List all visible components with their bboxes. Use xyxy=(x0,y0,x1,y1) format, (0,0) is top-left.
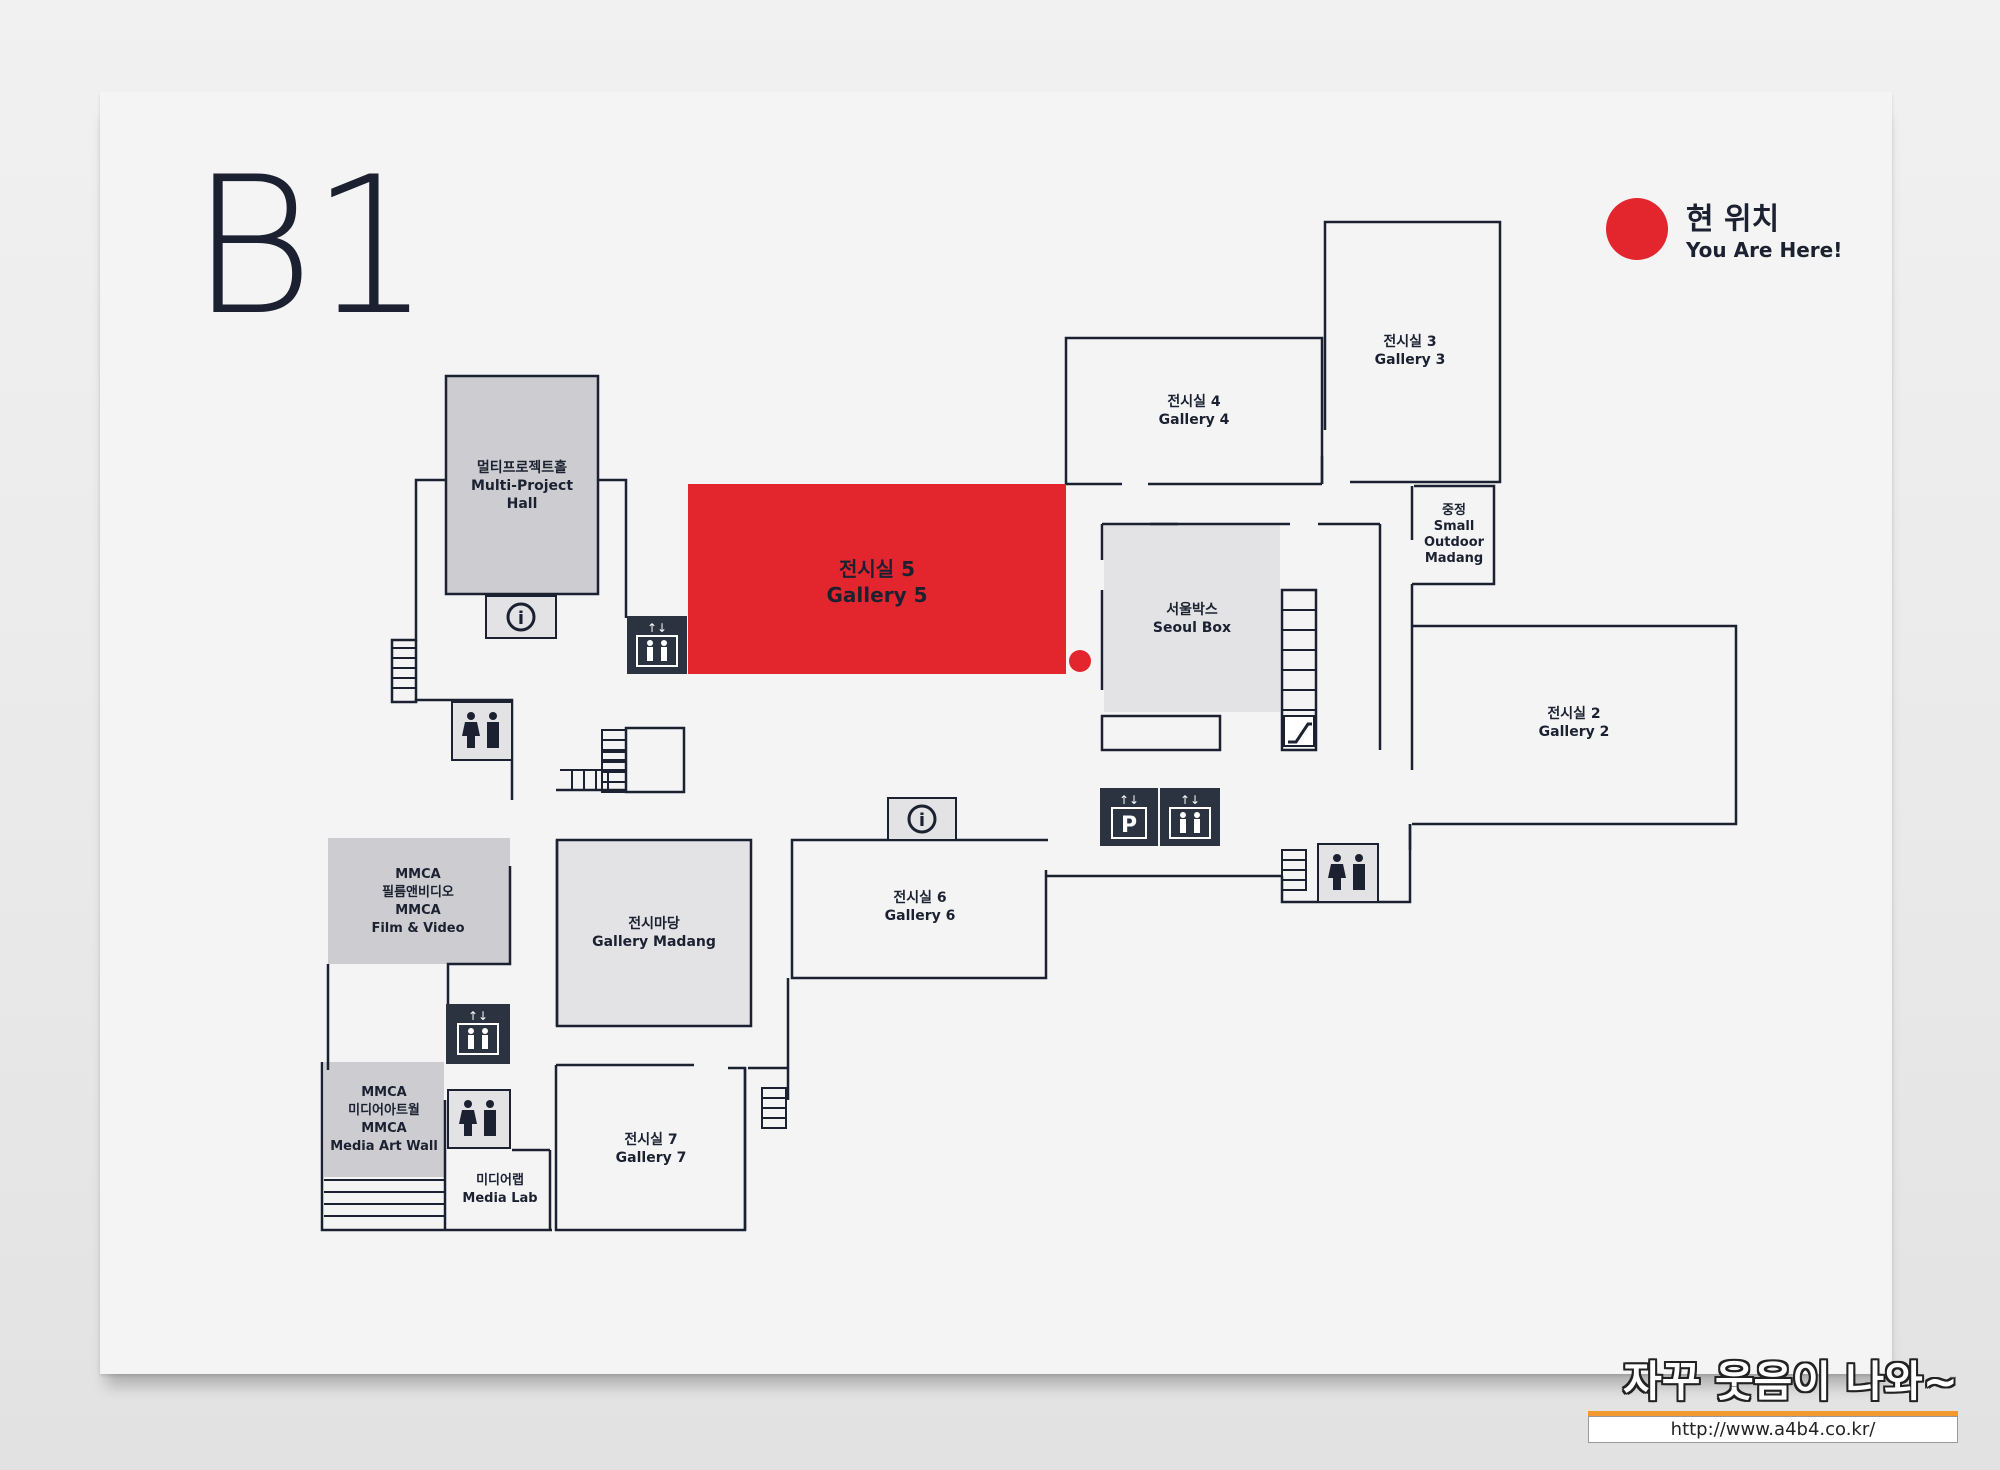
svg-text:필름앤비디오: 필름앤비디오 xyxy=(382,884,454,900)
svg-text:Gallery 5: Gallery 5 xyxy=(827,583,928,607)
svg-text:Seoul Box: Seoul Box xyxy=(1153,620,1231,636)
elevator-icon: ↑↓ xyxy=(446,1004,510,1064)
svg-text:중정: 중정 xyxy=(1442,502,1466,518)
restroom-icon xyxy=(447,1089,511,1149)
svg-text:전시실 5: 전시실 5 xyxy=(839,557,915,581)
svg-text:↑↓: ↑↓ xyxy=(647,621,667,635)
svg-text:Outdoor: Outdoor xyxy=(1424,535,1485,550)
info-symbol: i xyxy=(919,810,925,831)
you-are-here-legend-dot xyxy=(1606,198,1668,260)
seoul-box xyxy=(1104,524,1280,712)
restroom-icon xyxy=(1317,843,1379,903)
label-gallery-6: 전시실 6 Gallery 6 xyxy=(885,889,956,924)
label-gallery-madang: 전시마당 Gallery Madang xyxy=(592,915,716,950)
svg-text:Gallery 3: Gallery 3 xyxy=(1375,352,1446,368)
svg-text:전시실 7: 전시실 7 xyxy=(624,1131,677,1148)
watermark-url: http://www.a4b4.co.kr/ xyxy=(1588,1416,1958,1443)
svg-text:↑↓: ↑↓ xyxy=(468,1009,488,1023)
stairs-lines xyxy=(324,609,1316,1217)
svg-text:MMCA: MMCA xyxy=(361,1121,406,1136)
label-media-art-wall: MMCA 미디어아트월 MMCA Media Art Wall xyxy=(330,1085,438,1154)
svg-text:Film & Video: Film & Video xyxy=(371,921,464,936)
svg-text:Hall: Hall xyxy=(507,496,538,512)
svg-text:Gallery 6: Gallery 6 xyxy=(885,908,956,924)
svg-text:↑↓: ↑↓ xyxy=(1180,793,1200,807)
svg-text:Gallery Madang: Gallery Madang xyxy=(592,934,716,950)
info-icon: i xyxy=(485,595,557,639)
svg-text:Madang: Madang xyxy=(1425,551,1483,566)
gallery-5 xyxy=(688,484,1066,674)
label-small-outdoor-madang: 중정 Small Outdoor Madang xyxy=(1424,502,1485,566)
svg-text:Gallery 2: Gallery 2 xyxy=(1539,724,1610,740)
label-film-video: MMCA 필름앤비디오 MMCA Film & Video xyxy=(371,867,464,936)
svg-text:Gallery 7: Gallery 7 xyxy=(616,1150,687,1166)
svg-text:미디어랩: 미디어랩 xyxy=(476,1172,524,1188)
label-gallery-2: 전시실 2 Gallery 2 xyxy=(1539,705,1610,740)
gallery-madang xyxy=(555,838,753,1028)
watermark-bar xyxy=(1588,1411,1958,1416)
you-are-here-marker xyxy=(1069,650,1091,672)
svg-text:전시실 2: 전시실 2 xyxy=(1547,705,1600,722)
svg-text:전시실 4: 전시실 4 xyxy=(1167,393,1221,410)
info-symbol: i xyxy=(518,608,524,629)
svg-text:Multi-Project: Multi-Project xyxy=(471,478,573,494)
info-icon: i xyxy=(887,797,957,841)
svg-text:MMCA: MMCA xyxy=(361,1085,406,1100)
legend-title-ko: 현 위치 xyxy=(1686,202,1780,237)
label-gallery-5: 전시실 5 Gallery 5 xyxy=(827,557,928,607)
label-gallery-7: 전시실 7 Gallery 7 xyxy=(616,1131,687,1166)
svg-text:Small: Small xyxy=(1434,519,1475,534)
svg-text:Media Lab: Media Lab xyxy=(462,1191,537,1206)
stairs-icon xyxy=(391,647,1307,1129)
legend-title-en: You Are Here! xyxy=(1686,238,1843,262)
label-gallery-4: 전시실 4 Gallery 4 xyxy=(1159,393,1230,428)
label-seoul-box: 서울박스 Seoul Box xyxy=(1153,601,1231,636)
svg-text:Media Art Wall: Media Art Wall xyxy=(330,1139,438,1154)
elevator-icon: ↑↓ xyxy=(627,616,687,674)
restroom-icon xyxy=(451,701,513,761)
label-multi-project-hall: 멀티프로젝트홀 Multi-Project Hall xyxy=(471,459,573,512)
walls xyxy=(320,220,1738,1232)
svg-text:서울박스: 서울박스 xyxy=(1166,601,1218,618)
mmca-media-art-wall xyxy=(324,1062,444,1177)
svg-text:MMCA: MMCA xyxy=(395,867,440,882)
svg-text:전시마당: 전시마당 xyxy=(628,915,680,932)
elevator-icon: ↑↓ xyxy=(1160,788,1220,846)
svg-text:멀티프로젝트홀: 멀티프로젝트홀 xyxy=(477,459,567,476)
svg-text:↑↓: ↑↓ xyxy=(1119,793,1139,807)
svg-text:전시실 6: 전시실 6 xyxy=(893,889,946,906)
svg-text:미디어아트월: 미디어아트월 xyxy=(348,1102,420,1118)
blog-watermark: 자꾸 웃음이 나와~ http://www.a4b4.co.kr/ xyxy=(1588,1348,1958,1443)
svg-text:MMCA: MMCA xyxy=(395,903,440,918)
parking-icon: ↑↓ P xyxy=(1100,788,1158,846)
label-gallery-3: 전시실 3 Gallery 3 xyxy=(1375,333,1446,368)
floor-label: B1 xyxy=(190,136,431,357)
mmca-film-video xyxy=(328,838,510,964)
svg-text:전시실 3: 전시실 3 xyxy=(1383,333,1436,350)
watermark-text: 자꾸 웃음이 나와~ xyxy=(1623,1357,1958,1406)
escalator-icon xyxy=(1283,715,1315,747)
svg-text:Gallery 4: Gallery 4 xyxy=(1159,412,1230,428)
multi-project-hall xyxy=(444,374,600,596)
parking-symbol: P xyxy=(1121,813,1137,838)
label-media-lab: 미디어랩 Media Lab xyxy=(462,1172,537,1206)
